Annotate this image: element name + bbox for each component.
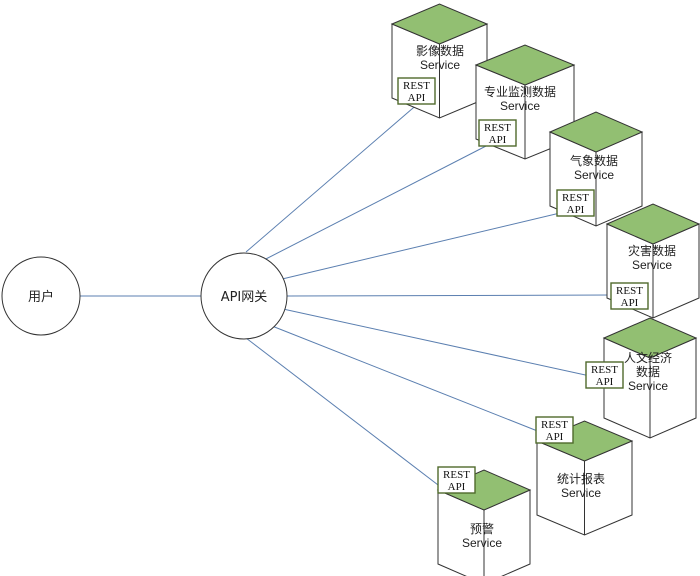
service-label-line: Service [561, 486, 601, 500]
rest-label-line1: REST [562, 192, 589, 204]
rest-label-line1: REST [443, 469, 470, 481]
service-label-line: 专业监测数据 [484, 84, 556, 99]
rest-label-line1: REST [484, 122, 511, 134]
edge-gateway-socioeconomic [282, 308, 591, 377]
service-label-line: Service [500, 99, 540, 113]
service-label-line: Service [420, 58, 460, 72]
edge-gateway-warning [245, 337, 443, 489]
service-cube-top [474, 44, 576, 86]
edge-gateway-imagery [245, 101, 421, 253]
service-label-line: Service [632, 258, 672, 272]
service-label-line: Service [462, 536, 502, 550]
user-node: 用户 [1, 256, 81, 336]
rest-label-line2: API [621, 297, 639, 309]
edge-gateway-weather [277, 212, 561, 281]
service-label-line: 统计报表 [557, 471, 605, 486]
rest-label-line2: API [408, 92, 426, 104]
rest-label-line2: API [567, 204, 585, 216]
service-label-line: Service [628, 379, 668, 393]
rest-label-line1: REST [541, 419, 568, 431]
edge-gateway-monitoring [259, 144, 489, 263]
edge-gateway-report [271, 325, 541, 433]
connection-lines [80, 101, 613, 489]
service-label-line: 影像数据 [416, 43, 464, 58]
edge-gateway-disaster [286, 294, 613, 297]
rest-label-line1: REST [616, 285, 643, 297]
service-cube-top [605, 203, 700, 245]
service-label-line: 气象数据 [570, 153, 618, 168]
rest-label-line2: API [596, 376, 614, 388]
rest-label-line1: REST [591, 364, 618, 376]
service-label-line: 人文经济 [624, 350, 672, 365]
service-cube-top [548, 111, 644, 153]
rest-label-line1: REST [403, 80, 430, 92]
api-gateway-node: API网关 [200, 252, 288, 340]
rest-label-line2: API [489, 134, 507, 146]
service-cube-top [602, 317, 698, 359]
service-cube-top [390, 3, 489, 45]
user-label: 用户 [28, 289, 54, 305]
service-label-line: 数据 [636, 364, 660, 379]
service-label-line: Service [574, 168, 614, 182]
api-gateway-label: API网关 [221, 290, 268, 305]
service-label-line: 灾害数据 [628, 243, 676, 258]
rest-label-line2: API [448, 481, 466, 493]
rest-label-line2: API [546, 431, 564, 443]
service-label-line: 预警 [470, 521, 494, 536]
